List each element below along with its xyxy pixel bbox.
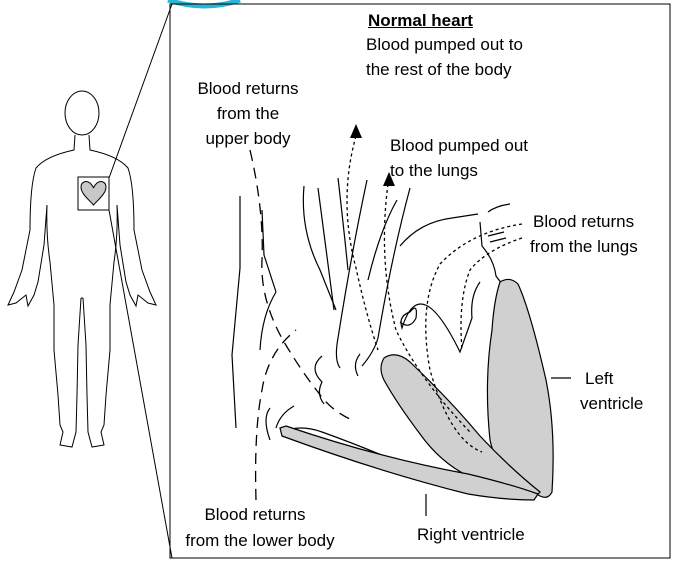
label-lungs-return-2: from the lungs <box>530 236 638 257</box>
small-heart-icon <box>81 182 106 205</box>
label-upper-2: from the <box>168 103 328 124</box>
heart-detail <box>232 178 510 456</box>
label-right-ventricle: Right ventricle <box>417 524 525 545</box>
flow-upper-body <box>250 150 352 420</box>
label-left-ventricle-2: ventricle <box>580 393 643 414</box>
pulmonary-vein-mid <box>488 232 506 242</box>
label-pumped-body-1: Blood pumped out to <box>366 34 523 55</box>
label-lower-2: from the lower body <box>170 530 350 551</box>
heart-outer-wall <box>260 282 480 352</box>
label-upper-3: upper body <box>168 128 328 149</box>
label-left-ventricle-1: Left <box>585 368 613 389</box>
human-body-outline <box>8 91 156 447</box>
zoom-line-top <box>109 4 172 178</box>
flow-pumped-body <box>347 136 378 350</box>
left-atrium <box>400 214 510 292</box>
vena-cava-left-wall <box>232 196 240 428</box>
label-pumped-body-2: the rest of the body <box>366 59 512 80</box>
pulmonary-trunk-back <box>368 200 397 280</box>
aorta-inner <box>338 178 348 270</box>
aorta <box>318 188 334 310</box>
diagram-title: Normal heart <box>368 10 473 31</box>
arrowhead-body <box>350 124 362 138</box>
label-lungs-return-1: Blood returns <box>533 211 634 232</box>
label-lower-1: Blood returns <box>175 504 335 525</box>
label-pumped-lungs-1: Blood pumped out <box>390 135 528 156</box>
accent-arc <box>168 0 240 6</box>
label-pumped-lungs-2: to the lungs <box>390 160 478 181</box>
label-upper-1: Blood returns <box>168 78 328 99</box>
vena-cava-right-wall <box>262 210 276 292</box>
pulmonary-vein-top <box>488 204 510 212</box>
flow-lower-body <box>256 330 296 500</box>
